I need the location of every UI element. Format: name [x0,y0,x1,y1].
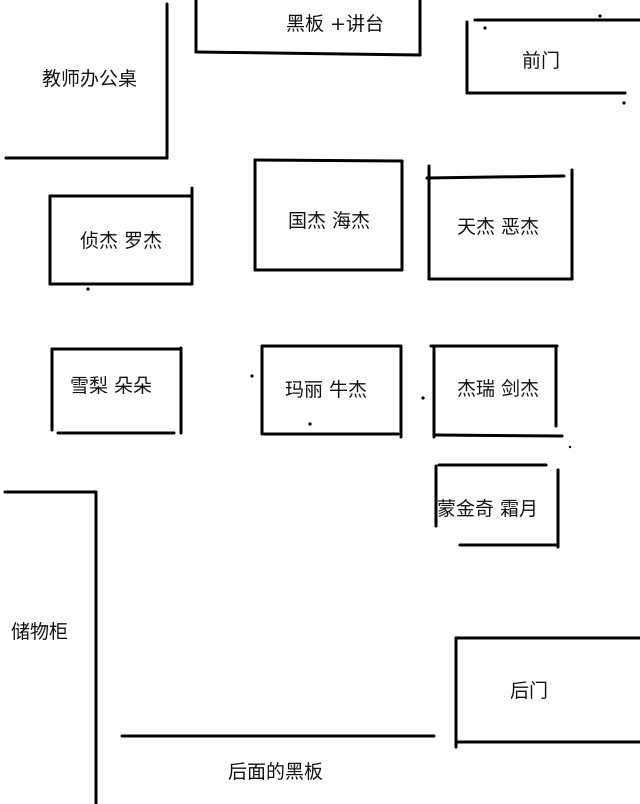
desk-jierui-jianjie-label: 杰瑞 剑杰 [457,378,540,400]
storage-cabinet-label: 储物柜 [11,621,69,643]
desk-guojie-haijie-label: 国杰 海杰 [288,210,371,232]
back-door-outline [454,636,640,749]
stray-dots [86,14,626,449]
desk-mengjinqi-shuangyue-outline [434,463,560,549]
desk-guojie-haijie-outline [253,158,404,272]
desk-mengjinqi-shuangyue-label: 蒙金奇 霜月 [437,498,539,520]
desk-xueli-duoduo-label: 雪梨 朵朵 [70,375,153,397]
teacher-desk-outline [4,2,169,160]
teacher-desk-label: 教师办公桌 [42,68,138,90]
desk-jierui-jianjie-outline [429,344,564,439]
desk-mali-niujie-outline [260,344,403,439]
desk-zhenjie-luojie-outline [48,186,194,286]
blackboard-podium-label: 黑板 +讲台 [286,13,384,35]
front-door-label: 前门 [522,50,561,72]
desk-mali-niujie-label: 玛丽 牛杰 [285,379,368,401]
front-door-outline [465,18,640,95]
desk-tianjie-ejie-outline [425,164,574,281]
desk-tianjie-ejie-label: 天杰 恶杰 [457,216,540,238]
desk-zhenjie-luojie-label: 侦杰 罗杰 [80,230,163,252]
back-blackboard-label: 后面的黑板 [228,761,324,783]
blackboard-podium-outline [194,0,422,57]
desk-xueli-duoduo-outline [50,346,183,435]
back-door-label: 后门 [510,680,549,702]
storage-cabinet-outline [3,490,98,804]
